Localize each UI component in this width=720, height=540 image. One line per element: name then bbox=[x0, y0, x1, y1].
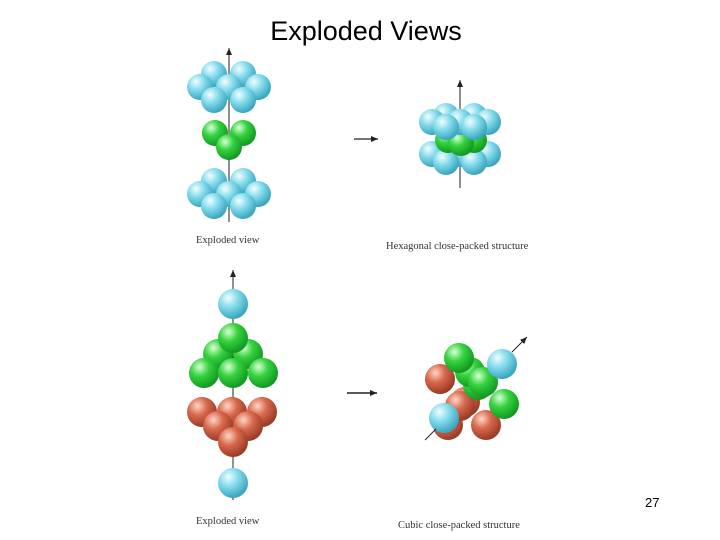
cyan-sphere bbox=[429, 403, 459, 433]
hcp-exploded-caption: Exploded view bbox=[196, 235, 260, 246]
green-sphere bbox=[218, 323, 248, 353]
cyan-sphere bbox=[230, 87, 256, 113]
green-sphere bbox=[216, 134, 242, 160]
page-number: 27 bbox=[645, 495, 660, 510]
hcp-structure-spheres bbox=[419, 103, 501, 175]
cyan-sphere bbox=[218, 468, 248, 498]
green-sphere bbox=[489, 389, 519, 419]
ccp-axis-lower bbox=[424, 428, 437, 441]
green-sphere bbox=[189, 358, 219, 388]
cyan-sphere bbox=[230, 193, 256, 219]
green-sphere bbox=[444, 343, 474, 373]
ccp-structure-spheres bbox=[425, 343, 519, 440]
green-sphere bbox=[468, 367, 498, 397]
cyan-sphere bbox=[461, 149, 487, 175]
green-sphere bbox=[248, 358, 278, 388]
hcp-exploded-spheres bbox=[187, 61, 271, 219]
slide-title: Exploded Views bbox=[270, 16, 462, 46]
cyan-sphere bbox=[218, 289, 248, 319]
cyan-sphere bbox=[201, 193, 227, 219]
cyan-sphere bbox=[433, 149, 459, 175]
red-sphere bbox=[471, 410, 501, 440]
cyan-sphere bbox=[201, 87, 227, 113]
red-sphere bbox=[218, 427, 248, 457]
ccp-structure-caption: Cubic close-packed structure bbox=[398, 520, 520, 531]
hcp-structure-caption: Hexagonal close-packed structure bbox=[386, 241, 529, 252]
cyan-sphere bbox=[433, 114, 459, 140]
cyan-sphere bbox=[487, 349, 517, 379]
green-sphere bbox=[218, 358, 248, 388]
ccp-exploded-caption: Exploded view bbox=[196, 516, 260, 527]
red-sphere bbox=[425, 364, 455, 394]
ccp-exploded-spheres bbox=[187, 289, 278, 498]
ccp-axis-upper bbox=[511, 336, 528, 353]
cyan-sphere bbox=[461, 114, 487, 140]
